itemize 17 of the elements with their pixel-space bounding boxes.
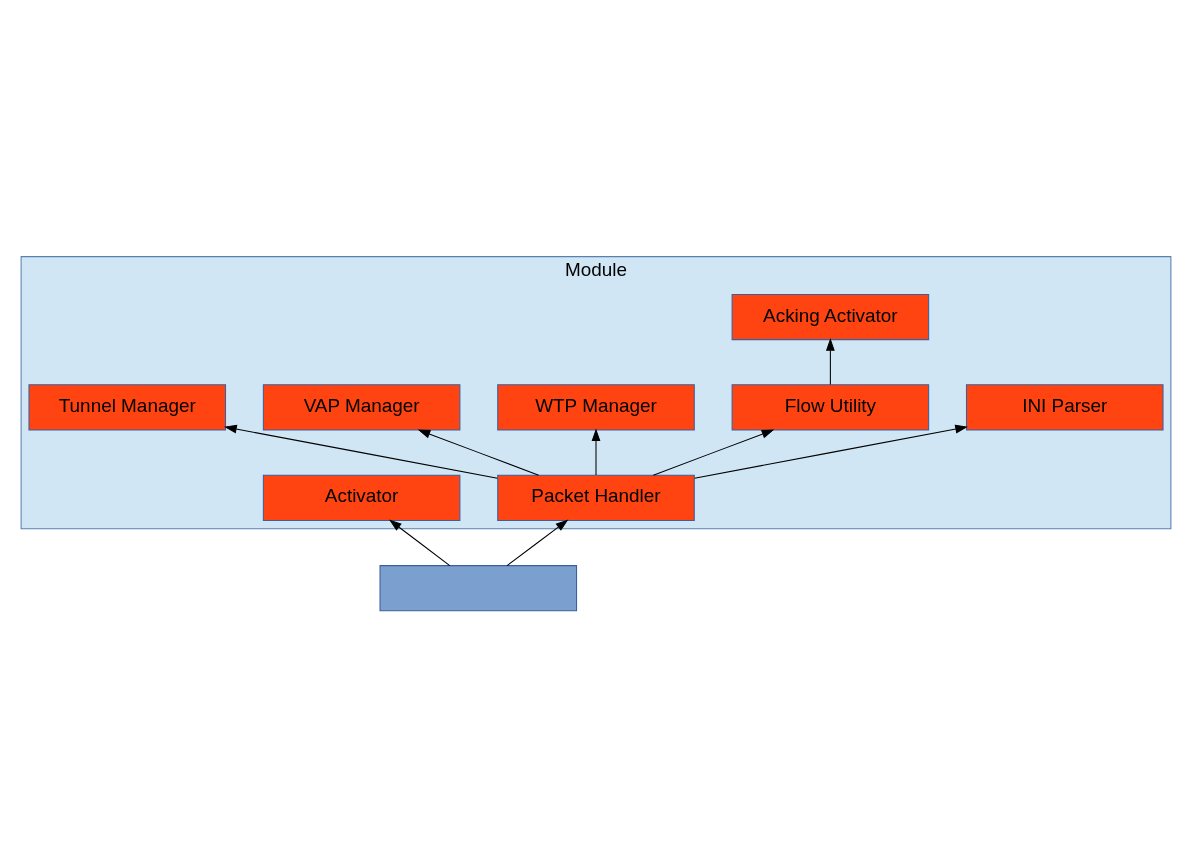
arrow (389, 519, 451, 567)
arrow (506, 519, 569, 567)
node-box: WTP Manager (497, 384, 695, 431)
node-box: VAP Manager (262, 384, 461, 431)
arrow (694, 424, 968, 479)
arrow (825, 338, 835, 386)
arrow (417, 429, 540, 476)
node-box: Acking Activator (731, 293, 930, 341)
arrow (224, 424, 498, 479)
node-box (379, 565, 578, 612)
node-box: Packet Handler (497, 474, 695, 521)
node-box: Activator (262, 474, 461, 521)
node-box: Tunnel Manager (28, 384, 227, 431)
arrow (591, 428, 601, 476)
node-box: Flow Utility (731, 384, 930, 431)
arrow (652, 429, 775, 476)
node-box: INI Parser (965, 384, 1164, 431)
